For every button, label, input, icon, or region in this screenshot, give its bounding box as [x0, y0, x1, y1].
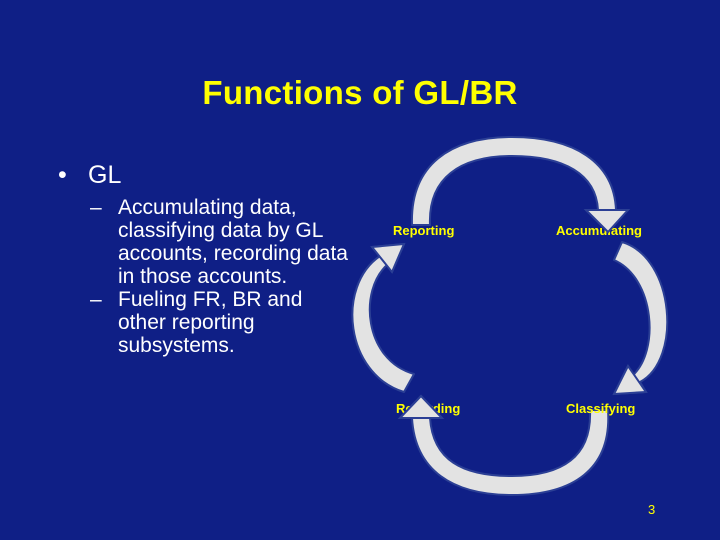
bullet-text: GL — [88, 161, 122, 189]
sub-bullet-dash: – — [90, 196, 102, 219]
sub-bullet-item: – Accumulating data, classifying data by… — [90, 196, 358, 288]
page-number: 3 — [648, 502, 656, 517]
bullet-list: • GL – Accumulating data, classifying da… — [58, 160, 358, 357]
arrow-head-bottom-cover — [397, 394, 445, 419]
cycle-arrow-left — [351, 243, 415, 393]
arrow-head-right-cover — [612, 364, 648, 396]
sub-bullet-item: – Fueling FR, BR and other reporting sub… — [90, 288, 358, 357]
cycle-arrow-right — [613, 241, 669, 395]
stage-label-reporting: Reporting — [393, 223, 454, 238]
sub-bullet-text: Fueling FR, BR and other reporting subsy… — [118, 288, 303, 357]
arrow-head-left-cover — [370, 242, 406, 274]
slide-title: Functions of GL/BR — [202, 74, 518, 111]
sub-bullet-dash: – — [90, 288, 102, 311]
arrow-head-top-cover — [583, 209, 631, 234]
sub-bullet-list: – Accumulating data, classifying data by… — [90, 196, 358, 357]
stage-label-accumulating: Accumulating — [556, 223, 642, 238]
sub-bullet-text: Accumulating data, classifying data by G… — [118, 196, 348, 288]
stage-label-classifying: Classifying — [566, 401, 635, 416]
bullet-item: • GL — [58, 160, 358, 190]
bullet-mark: • — [58, 161, 67, 189]
